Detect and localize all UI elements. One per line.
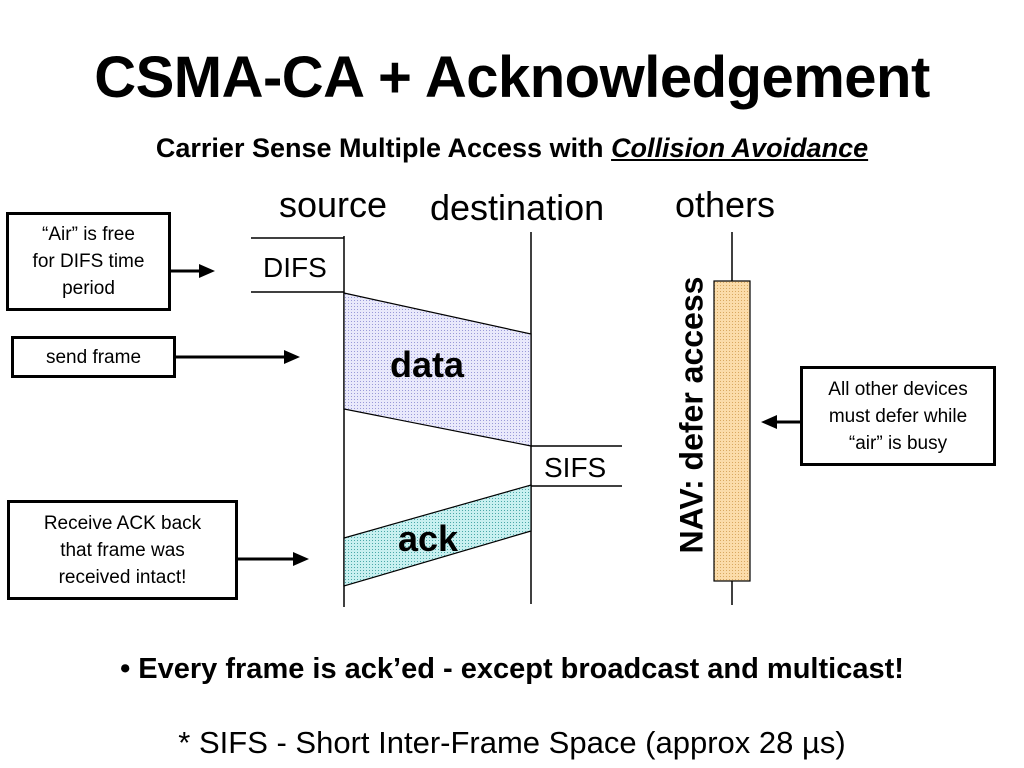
note-other-devices: All other devices must defer while “air”… — [800, 366, 996, 466]
column-destination: destination — [430, 187, 605, 228]
note-other-devices-line: “air” is busy — [848, 432, 948, 454]
arrow-air-free — [170, 264, 215, 278]
ack-frame — [343, 484, 532, 587]
note-air-free-line: for DIFS time — [32, 251, 145, 272]
note-receive-ack-line: received intact! — [58, 566, 187, 588]
note-other-devices-line: must defer while — [828, 405, 968, 427]
column-others: others — [675, 184, 776, 225]
note-receive-ack: Receive ACK back that frame was received… — [7, 500, 238, 600]
subtitle-prefix: Carrier Sense Multiple Access with — [155, 133, 612, 163]
note-send-frame-line: send frame — [45, 346, 142, 368]
ack-label: ack — [398, 518, 459, 559]
nav-label-text: NAV: defer access — [673, 276, 710, 554]
difs-label: DIFS — [263, 252, 327, 283]
arrow-other-devices — [761, 415, 801, 429]
arrow-receive-ack — [238, 552, 309, 566]
slide-title: CSMA-CA + Acknowledgement — [94, 45, 930, 110]
bullet-note: • Every frame is ack’ed - except broadca… — [0, 653, 1024, 686]
note-air-free-line: period — [62, 278, 115, 299]
nav-bar — [713, 280, 751, 582]
data-frame — [343, 292, 532, 447]
bullet-text: Every frame is ack’ed - except broadcast… — [138, 653, 904, 685]
data-label: data — [390, 344, 465, 385]
slide-subtitle: Carrier Sense Multiple Access with Colli… — [0, 133, 1024, 164]
bullet-dot-icon: • — [120, 653, 139, 685]
sifs-footnote: * SIFS - Short Inter-Frame Space (approx… — [178, 725, 846, 760]
note-receive-ack-line: Receive ACK back — [43, 512, 202, 534]
subtitle-emphasis: Collision Avoidance — [611, 133, 869, 163]
sifs-label: SIFS — [544, 452, 607, 483]
note-other-devices-line: All other devices — [828, 378, 968, 400]
note-send-frame: send frame — [11, 336, 176, 378]
note-air-free: “Air” is free for DIFS time period — [6, 212, 171, 311]
column-source: source — [279, 184, 388, 225]
arrow-send-frame — [175, 350, 300, 364]
note-receive-ack-line: that frame was — [60, 539, 185, 561]
note-air-free-line: “Air” is free — [42, 224, 135, 245]
